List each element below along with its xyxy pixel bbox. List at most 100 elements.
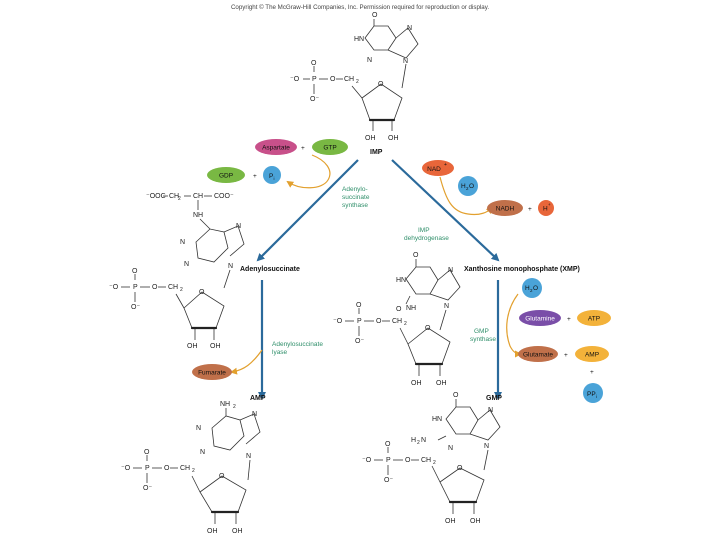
svg-text:NADH: NADH	[496, 206, 515, 213]
plus-sign: +	[564, 352, 568, 359]
svg-text:OH: OH	[187, 343, 198, 350]
svg-text:OH: OH	[232, 528, 243, 535]
svg-text:COO⁻: COO⁻	[214, 193, 234, 200]
svg-text:O: O	[533, 285, 538, 292]
svg-text:N: N	[246, 453, 251, 460]
svg-text:N: N	[403, 58, 408, 65]
svg-text:⁻O: ⁻O	[362, 457, 372, 464]
svg-text:2: 2	[178, 196, 181, 202]
svg-text:OH: OH	[210, 343, 221, 350]
svg-text:N: N	[196, 425, 201, 432]
svg-text:H: H	[411, 437, 416, 444]
svg-text:synthase: synthase	[470, 336, 496, 343]
gtp-pill: GTP	[312, 139, 348, 155]
svg-text:O: O	[199, 289, 205, 296]
svg-text:2: 2	[466, 186, 469, 191]
svg-text:P: P	[145, 465, 150, 472]
svg-text:HN: HN	[396, 277, 406, 284]
svg-text:ATP: ATP	[588, 316, 600, 323]
pi-pill: P i	[263, 166, 281, 184]
svg-text:OH: OH	[411, 380, 422, 387]
svg-text:Aspartate: Aspartate	[262, 145, 290, 152]
amp-label: AMP	[250, 395, 266, 402]
svg-text:O: O	[457, 465, 463, 472]
xmp-label: Xanthosine monophosphate (XMP)	[464, 266, 580, 273]
svg-text:N: N	[488, 407, 493, 414]
svg-text:OH: OH	[470, 518, 481, 525]
svg-text:CH: CH	[392, 318, 402, 325]
svg-text:CH: CH	[168, 284, 178, 291]
svg-text:NH: NH	[220, 401, 230, 408]
svg-text:CH: CH	[421, 457, 431, 464]
svg-text:O: O	[376, 318, 382, 325]
arrow-fumarate-out	[230, 349, 263, 375]
svg-text:i: i	[274, 176, 275, 181]
nad-pill: NAD +	[422, 160, 454, 176]
svg-text:P: P	[133, 284, 138, 291]
svg-text:N: N	[444, 303, 449, 310]
plus-sign: +	[567, 316, 571, 323]
svg-text:OH: OH	[365, 135, 376, 142]
svg-text:NH: NH	[406, 305, 416, 312]
svg-text:O: O	[356, 302, 362, 309]
amp-structure: NH 2 N N N N ⁻O P O O⁻ O CH 2 O OH OH AM…	[121, 395, 266, 535]
svg-text:i: i	[596, 394, 597, 399]
svg-text:N: N	[484, 443, 489, 450]
arrow-aspartate-gtp-in	[286, 154, 331, 189]
svg-text:2: 2	[417, 440, 420, 446]
svg-text:O⁻: O⁻	[355, 338, 364, 345]
svg-text:2: 2	[530, 288, 533, 293]
svg-text:GMP: GMP	[474, 328, 489, 335]
svg-text:O⁻: O⁻	[143, 485, 152, 492]
svg-text:2: 2	[180, 287, 183, 293]
svg-text:H: H	[525, 285, 530, 292]
imp-structure: O HN N N N ⁻O P O O⁻ O CH 2 O OH OH IMP	[290, 12, 419, 156]
svg-text:2: 2	[192, 468, 195, 474]
enzyme-adenylosuccinate-lyase: Adenylosuccinate lyase	[272, 341, 323, 356]
arrow-imp-to-xmp	[391, 159, 500, 262]
enzyme-adenylosuccinate-synthase: Adenylo- succinate synthase	[342, 186, 370, 209]
svg-text:⁻O: ⁻O	[290, 76, 300, 83]
svg-text:O: O	[413, 252, 419, 259]
svg-text:⁻O: ⁻O	[109, 284, 119, 291]
svg-text:O: O	[219, 473, 225, 480]
svg-text:N: N	[180, 239, 185, 246]
svg-text:P: P	[312, 76, 317, 83]
h2o-pill-top: H 2 O	[458, 176, 478, 196]
svg-text:N: N	[407, 25, 412, 32]
aspartate-pill: Aspartate	[255, 139, 297, 155]
adenylosuccinate-label: Adenylosuccinate	[240, 266, 300, 273]
imp-label: IMP	[370, 149, 383, 156]
gmp-label: GMP	[486, 395, 502, 402]
svg-text:P: P	[386, 457, 391, 464]
gdp-pill: GDP	[207, 167, 245, 183]
fumarate-pill: Fumarate	[192, 364, 232, 380]
svg-text:H: H	[461, 183, 466, 190]
atp-pill: ATP	[577, 310, 611, 326]
svg-text:+: +	[444, 162, 447, 168]
svg-text:NAD: NAD	[427, 166, 441, 173]
svg-text:P: P	[269, 173, 273, 180]
svg-text:N: N	[421, 437, 426, 444]
svg-text:N: N	[252, 411, 257, 418]
svg-text:OH: OH	[445, 518, 456, 525]
svg-text:succinate: succinate	[342, 194, 370, 201]
svg-text:HN: HN	[354, 36, 364, 43]
svg-text:CH: CH	[180, 465, 190, 472]
svg-text:H: H	[543, 206, 548, 213]
plus-sign: +	[528, 206, 532, 213]
svg-text:OH: OH	[207, 528, 218, 535]
svg-text:O⁻: O⁻	[384, 477, 393, 484]
svg-text:IMP: IMP	[418, 227, 430, 234]
svg-text:N: N	[236, 223, 241, 230]
svg-text:N: N	[228, 263, 233, 270]
svg-text:O: O	[396, 306, 402, 313]
h2o-pill-bottom: H 2 O	[522, 278, 542, 298]
svg-text:P: P	[357, 318, 362, 325]
svg-text:O: O	[311, 60, 317, 67]
svg-text:synthase: synthase	[342, 202, 368, 209]
svg-text:CH: CH	[344, 76, 354, 83]
glutamine-pill: Glutamine	[519, 310, 561, 326]
